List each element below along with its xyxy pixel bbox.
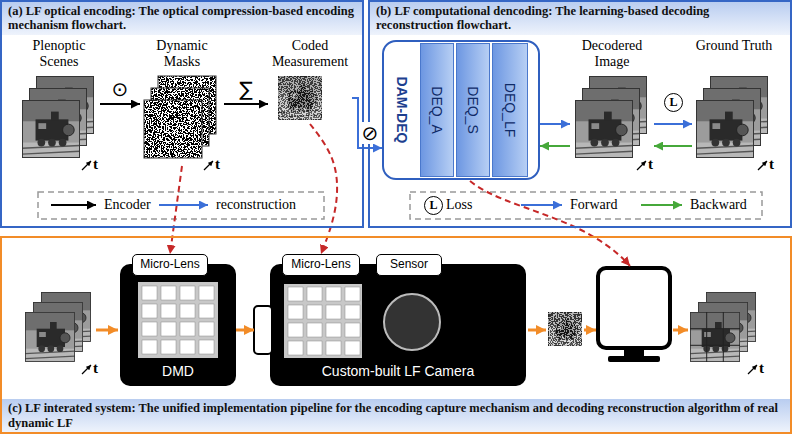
time-label: t bbox=[648, 156, 653, 173]
module-box: DEQ_LF bbox=[492, 43, 528, 177]
measured-image bbox=[548, 312, 582, 346]
legend-item: Encoder bbox=[50, 196, 151, 214]
backward-arrow bbox=[654, 145, 692, 147]
truth-stack bbox=[696, 76, 768, 158]
legend-text: Backward bbox=[690, 196, 747, 214]
legend-item: Forward bbox=[520, 196, 617, 214]
legend-arrow bbox=[641, 204, 682, 206]
loss-symbol: L bbox=[424, 196, 443, 215]
part-label: Micro-Lens bbox=[133, 255, 207, 274]
time-label: t bbox=[769, 156, 774, 173]
coded-image bbox=[278, 76, 322, 120]
network-label: DAM-DEQ bbox=[394, 77, 410, 144]
dmd-body bbox=[120, 264, 236, 386]
part-label: Sensor bbox=[377, 255, 441, 274]
backward-arrow bbox=[540, 145, 570, 147]
legend-item: reconstruction bbox=[158, 196, 296, 214]
loss-symbol: L bbox=[664, 93, 683, 112]
encoder-arrow bbox=[100, 103, 140, 105]
time-label: t bbox=[759, 360, 764, 377]
encoder-arrow bbox=[224, 103, 268, 105]
image-stage: Plenoptic Scenes bbox=[18, 38, 100, 166]
mapping-line bbox=[310, 124, 337, 254]
time-label: t bbox=[215, 156, 220, 173]
monitor-icon bbox=[598, 268, 670, 362]
panel: (a) LF optical encoding: The optical com… bbox=[0, 0, 364, 228]
legend-arrow bbox=[521, 204, 562, 206]
legend-item: Backward bbox=[640, 196, 747, 214]
leader-line bbox=[470, 181, 630, 266]
legend-frame bbox=[38, 192, 762, 219]
camera-body bbox=[254, 264, 526, 386]
dmd-device: DMDMicro-Lens bbox=[120, 264, 236, 386]
module-label: DEQ_S bbox=[465, 86, 481, 133]
network-box: DAM-DEQ DEQ_A DEQ_S DEQ_LF bbox=[382, 40, 540, 180]
legend-text: Loss bbox=[446, 196, 472, 214]
device-label: DMD bbox=[120, 362, 236, 380]
module-label: DEQ_A bbox=[429, 86, 445, 133]
part-tag: Micro-Lens bbox=[132, 254, 208, 276]
stage-label: Decodered Image bbox=[570, 38, 654, 70]
time-label: t bbox=[93, 360, 98, 377]
reconstruction-arrow bbox=[352, 98, 382, 148]
panel-heading: (b) LF computational dencoding: The lear… bbox=[370, 2, 790, 35]
legend-arrow bbox=[51, 204, 96, 206]
stage-label: Dynamic Masks bbox=[140, 38, 224, 70]
panel-caption: (c) LF interated system: The unified imp… bbox=[2, 399, 790, 432]
legend-text: reconstruction bbox=[216, 196, 296, 214]
operator-symbol: ∑ bbox=[237, 78, 254, 100]
stage-label: Ground Truth bbox=[692, 38, 776, 54]
panel: (c) LF interated system: The unified imp… bbox=[0, 236, 792, 434]
legend-arrow bbox=[159, 204, 208, 206]
stage-label: Coded Measurement bbox=[268, 38, 352, 70]
legend-text: Encoder bbox=[104, 196, 151, 214]
image-stage: Coded Measurement bbox=[268, 38, 352, 124]
mask-stack bbox=[144, 76, 216, 158]
part-tag: Micro-Lens bbox=[282, 254, 360, 276]
legend-sample bbox=[50, 196, 98, 214]
operator-symbol: ⊙ bbox=[110, 78, 131, 100]
legend-sample bbox=[520, 196, 564, 214]
output-stack bbox=[690, 292, 756, 362]
image-stage: Dynamic Masks bbox=[140, 38, 224, 166]
image-stage: Ground Truth bbox=[692, 38, 776, 166]
pipeline-arrow bbox=[236, 329, 254, 332]
forward-arrow bbox=[654, 123, 692, 125]
forward-arrow bbox=[540, 123, 570, 125]
module-label: DEQ_LF bbox=[502, 83, 518, 137]
panel-heading: (a) LF optical encoding: The optical com… bbox=[2, 2, 362, 35]
module-box: DEQ_S bbox=[456, 43, 490, 177]
time-label: t bbox=[93, 156, 98, 173]
scene-stack bbox=[22, 76, 94, 158]
part-label: Micro-Lens bbox=[283, 255, 359, 274]
image-stage: Decodered Image bbox=[570, 38, 654, 166]
operator-symbol: ⊘ bbox=[360, 122, 381, 144]
part-tag: Sensor bbox=[376, 254, 442, 276]
legend-sample bbox=[158, 196, 210, 214]
legend-sample bbox=[640, 196, 684, 214]
decoded-stack bbox=[575, 76, 647, 158]
stage-label: Plenoptic Scenes bbox=[18, 38, 100, 70]
legend-item: Loss bbox=[446, 196, 472, 214]
device-label: Custom-built LF Camera bbox=[270, 362, 526, 380]
camera-device: Custom-built LF CameraMicro-LensSensor bbox=[254, 264, 526, 386]
panel: (b) LF computational dencoding: The lear… bbox=[368, 0, 792, 228]
legend-text: Forward bbox=[570, 196, 617, 214]
mapping-line bbox=[170, 166, 182, 254]
input-stack bbox=[25, 292, 91, 362]
module-box: DEQ_A bbox=[420, 43, 454, 177]
